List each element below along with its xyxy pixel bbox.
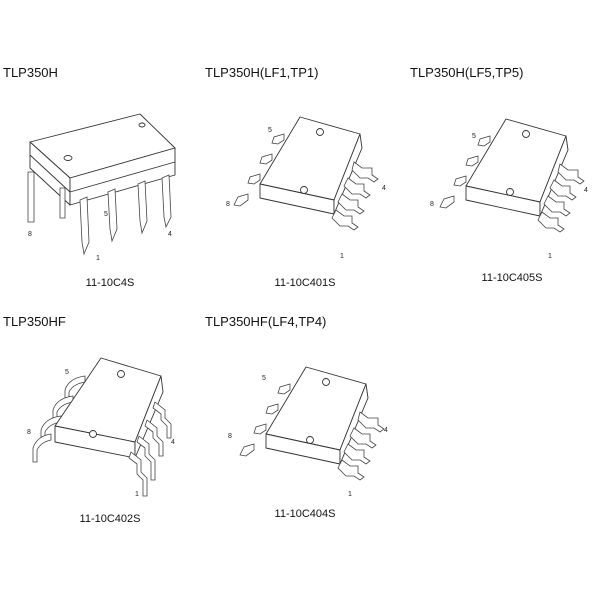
pin-label: 8 xyxy=(27,429,31,436)
pin-label: 1 xyxy=(135,491,139,498)
pin-label: 8 xyxy=(226,201,230,208)
drawing-code: 11-10C404S xyxy=(274,508,336,520)
drawing-code: 11-10C4S xyxy=(85,277,135,289)
pin-label: 8 xyxy=(228,433,232,440)
drawing-code: 11-10C402S xyxy=(79,513,141,525)
smd-package-drawing: 5 8 4 1 xyxy=(226,116,386,260)
pin-label: 4 xyxy=(384,427,388,434)
package-title-tlp350hf-lf4: TLP350HF(LF4,TP4) xyxy=(205,314,327,329)
smd-package-drawing: 5 8 4 1 xyxy=(430,118,588,260)
package-title-tlp350h: TLP350H xyxy=(3,65,58,80)
smd-package-drawing: 5 8 4 1 xyxy=(228,366,388,498)
pin-label: 4 xyxy=(584,187,588,194)
pin-label: 8 xyxy=(28,231,32,238)
pin-label: 8 xyxy=(430,201,434,208)
smd-package-drawing: 5 8 4 1 xyxy=(27,357,175,498)
pin-label: 5 xyxy=(104,211,108,218)
pin-label: 4 xyxy=(171,439,175,446)
pin-label: 4 xyxy=(168,231,172,238)
dip-package-drawing: 8 5 1 4 xyxy=(27,113,176,262)
pin-label: 5 xyxy=(262,375,266,382)
drawing-code: 11-10C405S xyxy=(481,272,543,284)
pin-label: 4 xyxy=(382,185,386,192)
pin-label: 5 xyxy=(65,369,69,376)
pin-label: 5 xyxy=(268,127,272,134)
pin-label: 5 xyxy=(472,133,476,140)
drawing-code: 11-10C401S xyxy=(274,277,336,289)
package-title-tlp350h-lf1: TLP350H(LF1,TP1) xyxy=(205,65,319,80)
package-title-tlp350h-lf5: TLP350H(LF5,TP5) xyxy=(410,65,524,80)
package-title-tlp350hf: TLP350HF xyxy=(3,314,66,329)
pin-label: 1 xyxy=(96,255,100,262)
pin-label: 1 xyxy=(348,491,352,498)
pin-label: 1 xyxy=(548,253,552,260)
pin-label: 1 xyxy=(340,253,344,260)
